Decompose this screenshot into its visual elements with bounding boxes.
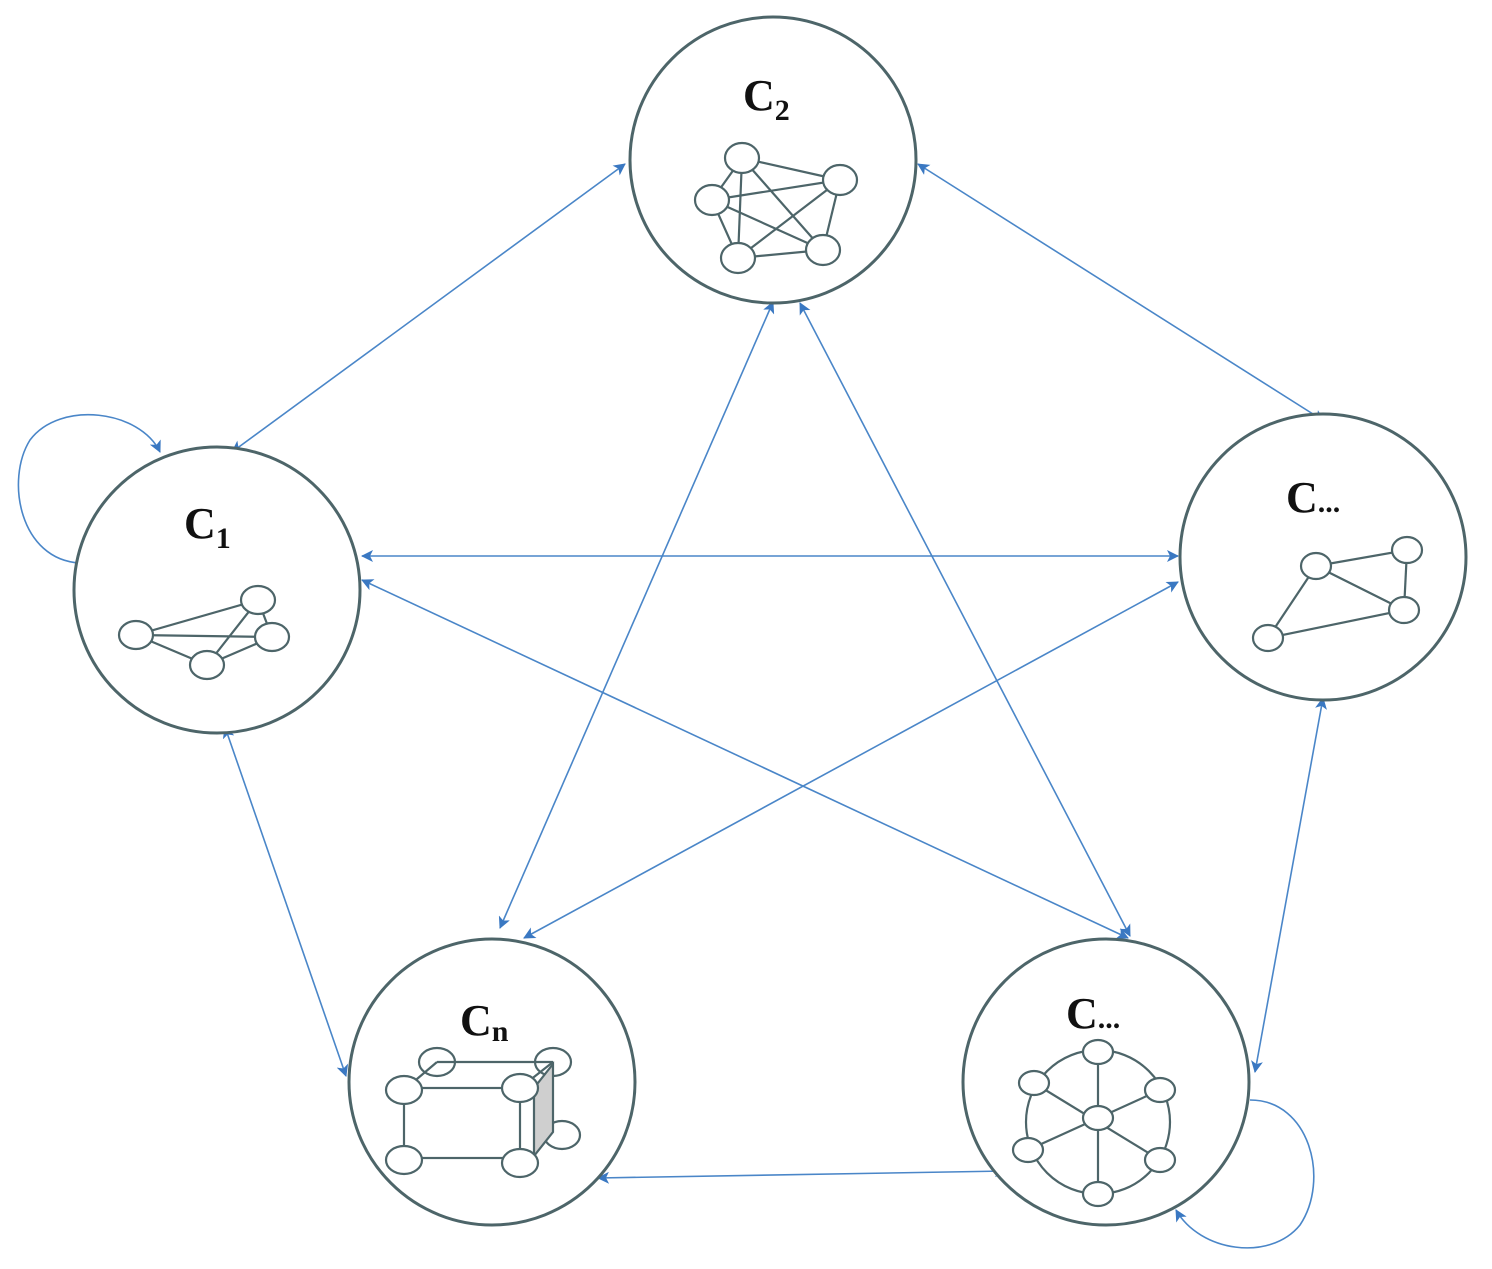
inter-cluster-links [222,163,1327,1184]
cluster-c1: C1 [72,445,362,735]
self-loop-c1 [17,413,161,564]
cluster-c2-label: C2 [743,71,790,127]
cluster-c4-ring [961,937,1251,1227]
link-c1-cn [222,726,349,1077]
link-cn-c4 [597,1165,1007,1184]
cluster-c4-subgraph [1011,1038,1177,1208]
cluster-c2-ring [628,15,918,305]
link-c3-cn [523,581,1179,939]
cluster-c3: C... [1178,412,1468,702]
cluster-c4: C... [961,937,1251,1227]
cluster-cn-label: Cn [460,996,509,1048]
link-c1-c4 [361,579,1129,939]
cluster-c1-label: C1 [184,499,231,555]
cluster-c1-ring [72,445,362,735]
link-c2-cn [498,301,775,929]
self-loop-c4 [1175,1099,1315,1249]
cluster-cn: Cn [347,937,637,1227]
link-c2-c3 [917,163,1325,422]
link-c1-c2 [231,163,626,453]
link-c3-c4 [1251,697,1327,1073]
link-c2-c4 [799,302,1131,937]
cluster-cn-subgraph [384,1046,582,1179]
cluster-c2-subgraph [693,141,859,275]
cluster-c1-subgraph [117,584,291,681]
self-loops [17,413,1315,1249]
cluster-c4-label: C... [1066,989,1120,1038]
cluster-c2: C2 [628,15,918,305]
cluster-c3-subgraph [1251,535,1424,653]
cluster-c3-label: C... [1286,473,1340,522]
